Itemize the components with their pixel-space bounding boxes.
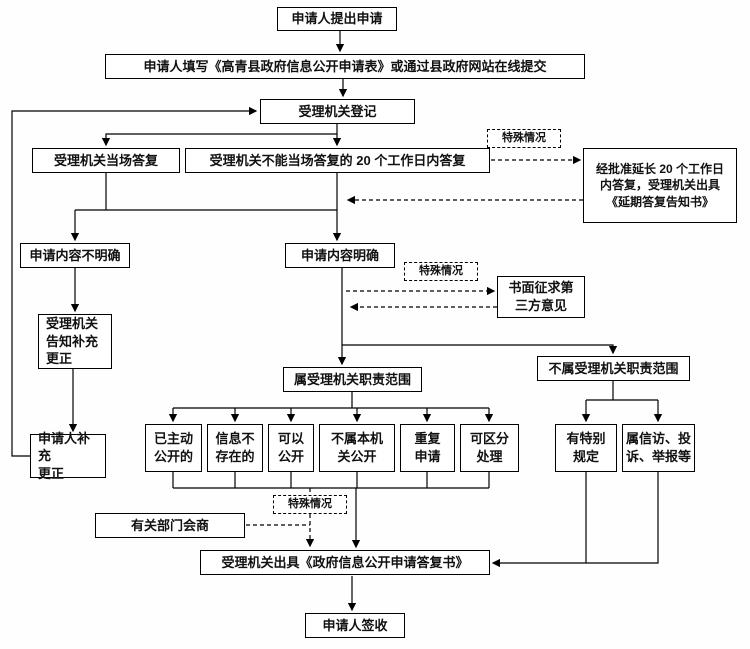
node-register: 受理机关登记 — [260, 99, 415, 124]
node-separable-handling: 可区分 处理 — [460, 424, 519, 472]
node-within-scope: 属受理机关职责范围 — [283, 367, 422, 392]
node-third-party-opinion: 书面征求第 三方意见 — [497, 276, 585, 318]
node-applicant-supplement: 申请人补充 更正 — [30, 431, 106, 481]
node-can-publish: 可以 公开 — [268, 424, 314, 472]
node-petition-complaint: 属信访、投 诉、举报等 — [622, 424, 695, 472]
node-repeat-application: 重复 申请 — [400, 424, 455, 472]
node-special-case-2: 特殊情况 — [404, 262, 478, 281]
node-not-this-authority: 不属本机 关公开 — [319, 424, 395, 472]
node-applicant-submit: 申请人提出申请 — [277, 7, 397, 31]
node-fill-form: 申请人填写《高青县政府信息公开申请表》或通过县政府网站在线提交 — [105, 54, 585, 79]
node-info-not-exist: 信息不 存在的 — [207, 424, 263, 472]
node-outside-scope: 不属受理机关职责范围 — [537, 356, 690, 381]
node-special-case-3: 特殊情况 — [273, 495, 347, 514]
node-already-published: 已主动 公开的 — [145, 424, 202, 472]
node-content-unclear: 申请内容不明确 — [20, 243, 130, 268]
node-issue-reply-doc: 受理机关出具《政府信息公开申请答复书》 — [200, 550, 490, 575]
node-special-case-1: 特殊情况 — [487, 129, 561, 148]
node-onsite-reply: 受理机关当场答复 — [32, 148, 180, 173]
node-applicant-sign: 申请人签收 — [305, 613, 405, 638]
node-department-consultation: 有关部门会商 — [95, 513, 245, 538]
node-content-clear: 申请内容明确 — [285, 243, 395, 268]
node-notify-supplement: 受理机关 告知补充 更正 — [38, 314, 112, 369]
node-special-provisions: 有特别 规定 — [555, 424, 617, 472]
node-20day-reply: 受理机关不能当场答复的 20 个工作日内答复 — [185, 148, 490, 173]
node-extension-notice: 经批准延长 20 个工作日 内答复，受理机关出具 《延期答复告知书》 — [583, 148, 737, 223]
